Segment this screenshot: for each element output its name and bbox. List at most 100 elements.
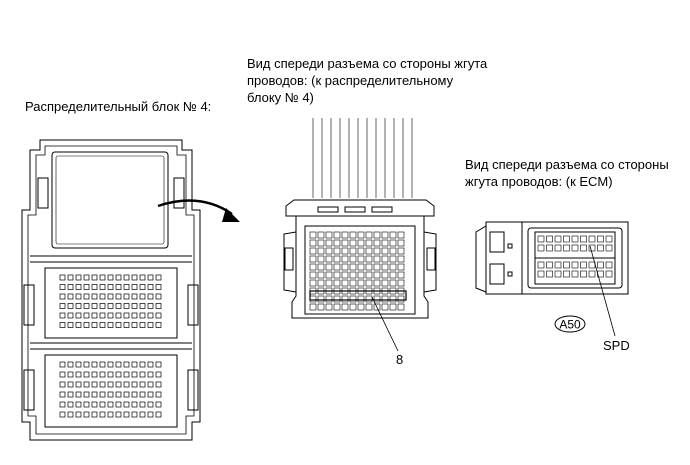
pin-cell — [588, 235, 596, 243]
pin-cell — [325, 295, 333, 303]
pin-cell — [554, 270, 562, 278]
pin-cell — [139, 312, 146, 319]
pin-cell — [99, 293, 106, 300]
pin-cell — [147, 361, 154, 368]
pin-cell — [155, 303, 162, 309]
pin-cell — [333, 239, 341, 247]
pin-cell — [341, 263, 349, 271]
pin-cell — [155, 381, 162, 388]
pin-cell — [546, 235, 553, 243]
pin-cell — [107, 411, 114, 418]
pin-cell — [99, 284, 106, 290]
pin-cell — [325, 287, 333, 295]
pin-cell — [59, 284, 66, 290]
pin-cell — [309, 255, 317, 263]
pin-cell — [365, 247, 373, 255]
pin-cell — [357, 239, 365, 247]
pin-cell — [123, 293, 130, 300]
pin-cell — [373, 271, 381, 279]
pin-cell — [597, 244, 604, 252]
pin-cell — [91, 361, 98, 368]
pin-cell — [397, 287, 405, 295]
pin-cell — [349, 239, 357, 247]
pin-cell — [59, 391, 66, 398]
pin-cell — [99, 381, 106, 388]
pin-cell — [397, 303, 405, 311]
pin-cell — [59, 312, 66, 319]
pin-cell — [325, 239, 333, 247]
pin-cell — [75, 371, 82, 378]
pin-cell — [365, 303, 373, 311]
pin-cell — [381, 287, 389, 295]
pin-cell — [59, 274, 66, 281]
pin-cell — [123, 284, 130, 290]
pin-cell — [309, 279, 317, 287]
pin-cell — [83, 391, 90, 398]
pin-cell — [123, 371, 130, 378]
pin-cell — [389, 271, 397, 279]
pin-cell — [131, 312, 138, 319]
pin-cell — [75, 361, 82, 368]
pin-cell — [580, 244, 587, 252]
junction-block-pins-lower — [59, 361, 162, 418]
pin-cell — [75, 303, 82, 309]
pin-cell — [75, 284, 82, 290]
pin-cell — [605, 244, 613, 252]
pin-cell — [357, 263, 365, 271]
pin-cell — [155, 411, 162, 418]
pin-cell — [325, 271, 333, 279]
pin-cell — [115, 391, 122, 398]
pin-cell — [67, 371, 74, 378]
pin-cell — [309, 271, 317, 279]
pin-cell — [107, 293, 114, 300]
pin-cell — [123, 274, 130, 281]
pin-cell — [373, 279, 381, 287]
pin-cell — [349, 247, 357, 255]
pin-cell — [123, 401, 130, 408]
pin-cell — [381, 255, 389, 263]
pin-cell — [381, 271, 389, 279]
pin-cell — [75, 381, 82, 388]
pin-cell — [389, 303, 397, 311]
pin-cell — [341, 295, 349, 303]
pin-cell — [357, 279, 365, 287]
pin-cell — [99, 274, 106, 281]
pin-cell — [59, 361, 66, 368]
pin-cell — [99, 303, 106, 309]
pin-cell — [115, 274, 122, 281]
pin-cell — [357, 271, 365, 279]
pin-cell — [349, 303, 357, 311]
pin-cell — [397, 231, 405, 239]
pin-cell — [357, 255, 365, 263]
pin-cell — [571, 235, 579, 243]
pin-cell — [83, 303, 90, 309]
pin-cell — [67, 411, 74, 418]
pin-cell — [325, 279, 333, 287]
pin-cell — [155, 361, 162, 368]
pin-cell — [67, 284, 74, 290]
pin-cell — [341, 255, 349, 263]
pin-cell — [107, 312, 114, 319]
pin-cell — [537, 244, 545, 252]
pin-cell — [59, 411, 66, 418]
pin-cell — [373, 287, 381, 295]
pin-cell — [147, 411, 154, 418]
pin-cell — [365, 271, 373, 279]
pin-cell — [131, 322, 138, 328]
pin-number-label: 8 — [396, 352, 403, 367]
pin-cell — [341, 287, 349, 295]
junction-block-drawing — [21, 139, 201, 441]
pin-cell — [147, 371, 154, 378]
pin-cell — [357, 303, 365, 311]
pin-cell — [83, 381, 90, 388]
pin-cell — [115, 371, 122, 378]
pin-cell — [75, 293, 82, 300]
pin-cell — [67, 391, 74, 398]
pin-cell — [365, 255, 373, 263]
pin-cell — [91, 401, 98, 408]
pin-cell — [333, 231, 341, 239]
pin-cell — [537, 261, 545, 269]
pin-cell — [131, 274, 138, 281]
pin-cell — [99, 401, 106, 408]
connector-ecm-view-label: Вид спереди разъема со стороны жгута про… — [465, 157, 669, 189]
